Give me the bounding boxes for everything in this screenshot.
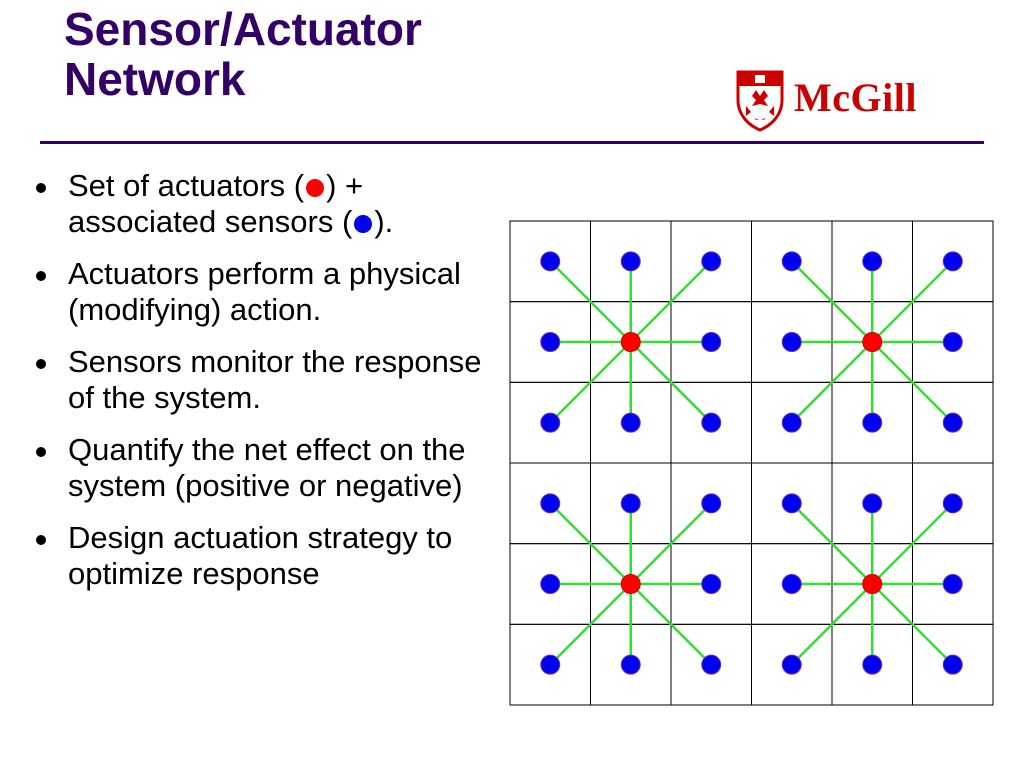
sensor-node	[540, 251, 561, 272]
sensor-node	[620, 412, 641, 433]
sensor-node	[540, 574, 561, 594]
actuator-sensor-link	[871, 341, 954, 424]
sensor-actuator-network-diagram	[509, 220, 994, 706]
actuator-sensor-link	[629, 502, 713, 585]
bullet-sensors-monitor: Sensors monitor the response of the syst…	[32, 344, 502, 416]
actuator-sensor-link	[871, 583, 954, 666]
actuator-sensor-link	[549, 583, 632, 666]
bullet-actuators-perform: Actuators perform a physical (modifying)…	[32, 256, 502, 328]
actuator-sensor-link	[629, 260, 713, 343]
sensor-node	[540, 332, 561, 352]
bullet-text: Design actuation strategy to optimize re…	[68, 520, 453, 591]
sensor-node	[620, 493, 641, 514]
sensor-node	[862, 251, 883, 272]
sensor-node	[781, 412, 802, 433]
actuator-node	[620, 332, 641, 352]
bullet-design-strategy: Design actuation strategy to optimize re…	[32, 520, 502, 592]
logo-wordmark: McGill	[794, 75, 917, 120]
actuator-sensor-link	[549, 341, 632, 424]
bullet-text-part-3: ).	[374, 204, 394, 239]
sensor-node	[781, 574, 802, 594]
sensor-node	[620, 251, 641, 272]
crest-icon	[736, 70, 784, 132]
bullet-marker	[36, 271, 46, 281]
actuator-sensor-link	[629, 583, 713, 666]
sensor-legend-icon	[354, 215, 373, 233]
bullet-actuators-sensors: Set of actuators () + associated sensors…	[32, 168, 502, 240]
mcgill-logo: McGill	[734, 70, 984, 132]
bullet-marker	[36, 535, 46, 545]
sensor-node	[942, 654, 963, 675]
sensor-node	[701, 654, 722, 675]
sensor-node	[620, 654, 641, 675]
actuator-sensor-link	[871, 260, 954, 343]
actuator-sensor-link	[790, 341, 874, 424]
sensor-node	[862, 412, 883, 433]
sensor-node	[540, 654, 561, 675]
actuator-sensor-link	[790, 583, 874, 666]
sensor-node	[781, 493, 802, 514]
bullet-text: Sensors monitor the response of the syst…	[68, 344, 482, 415]
sensor-node	[701, 332, 722, 352]
bullet-marker	[36, 183, 46, 193]
sensor-node	[942, 332, 963, 352]
grid-cell	[912, 623, 994, 706]
slide-title: Sensor/Actuator Network	[64, 4, 624, 104]
actuator-legend-icon	[306, 179, 325, 197]
bullet-text-part-1: Set of actuators (	[68, 168, 305, 203]
bullet-text: Quantify the net effect on the system (p…	[68, 432, 466, 503]
sensor-node	[942, 574, 963, 594]
actuator-node	[862, 574, 883, 594]
sensor-node	[701, 574, 722, 594]
bullet-marker	[36, 447, 46, 457]
actuator-sensor-link	[790, 502, 874, 585]
sensor-node	[942, 412, 963, 433]
actuator-sensor-link	[629, 341, 713, 424]
sensor-node	[942, 493, 963, 514]
bullet-list: Set of actuators () + associated sensors…	[32, 168, 502, 608]
actuator-sensor-link	[549, 502, 632, 585]
sensor-node	[781, 654, 802, 675]
bullet-marker	[36, 359, 46, 369]
sensor-node	[701, 412, 722, 433]
title-divider	[40, 141, 984, 144]
sensor-node	[942, 251, 963, 272]
actuator-node	[620, 574, 641, 594]
sensor-node	[781, 251, 802, 272]
slide-title-line-1: Sensor/Actuator	[64, 3, 422, 55]
actuator-node	[862, 332, 883, 352]
sensor-node	[701, 251, 722, 272]
bullet-text: Actuators perform a physical (modifying)…	[68, 256, 461, 327]
sensor-node	[862, 654, 883, 675]
actuator-sensor-link	[549, 260, 632, 343]
sensor-node	[862, 493, 883, 514]
actuator-sensor-link	[871, 502, 954, 585]
sensor-node	[701, 493, 722, 514]
sensor-node	[540, 493, 561, 514]
bullet-text-part-2: ) + associated sensors (	[68, 168, 364, 239]
sensor-node	[540, 412, 561, 433]
slide-title-line-2: Network	[64, 53, 246, 105]
sensor-node	[781, 332, 802, 352]
bullet-quantify: Quantify the net effect on the system (p…	[32, 432, 502, 504]
actuator-sensor-link	[790, 260, 874, 343]
